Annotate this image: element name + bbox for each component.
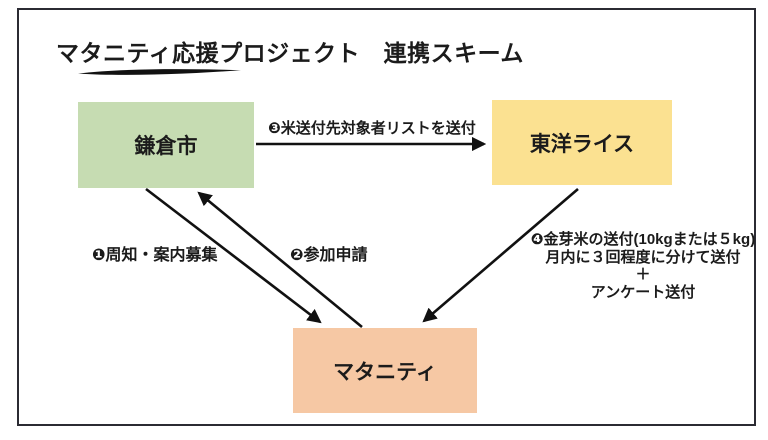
edge-label-send-list: ❸米送付先対象者リストを送付: [268, 120, 476, 137]
edge-label-delivery: ❹金芽米の送付(10kgまたは５kg) 月内に３回程度に分けて送付 ＋ アンケー…: [527, 231, 759, 302]
node-toyo-label: 東洋ライス: [529, 132, 635, 156]
node-toyo-rice: 東洋ライス: [492, 100, 672, 185]
diagram-title: マタニティ応援プロジェクト 連携スキーム: [56, 40, 524, 66]
node-maternity-label: マタニティ: [333, 360, 437, 384]
node-kamakura-city: 鎌倉市: [78, 102, 254, 188]
delivery-line-4: アンケート送付: [590, 284, 696, 302]
edge-label-apply: ❷参加申請: [290, 247, 368, 264]
edge-label-announce: ❶周知・案内募集: [92, 247, 218, 264]
outer-border-frame: [17, 8, 756, 426]
delivery-line-1: ❹金芽米の送付(10kgまたは５kg): [530, 231, 756, 248]
delivery-line-3: ＋: [635, 266, 651, 284]
node-kamakura-label: 鎌倉市: [134, 135, 198, 158]
delivery-line-2: 月内に３回程度に分けて送付: [545, 248, 741, 266]
node-maternity: マタニティ: [293, 328, 477, 413]
